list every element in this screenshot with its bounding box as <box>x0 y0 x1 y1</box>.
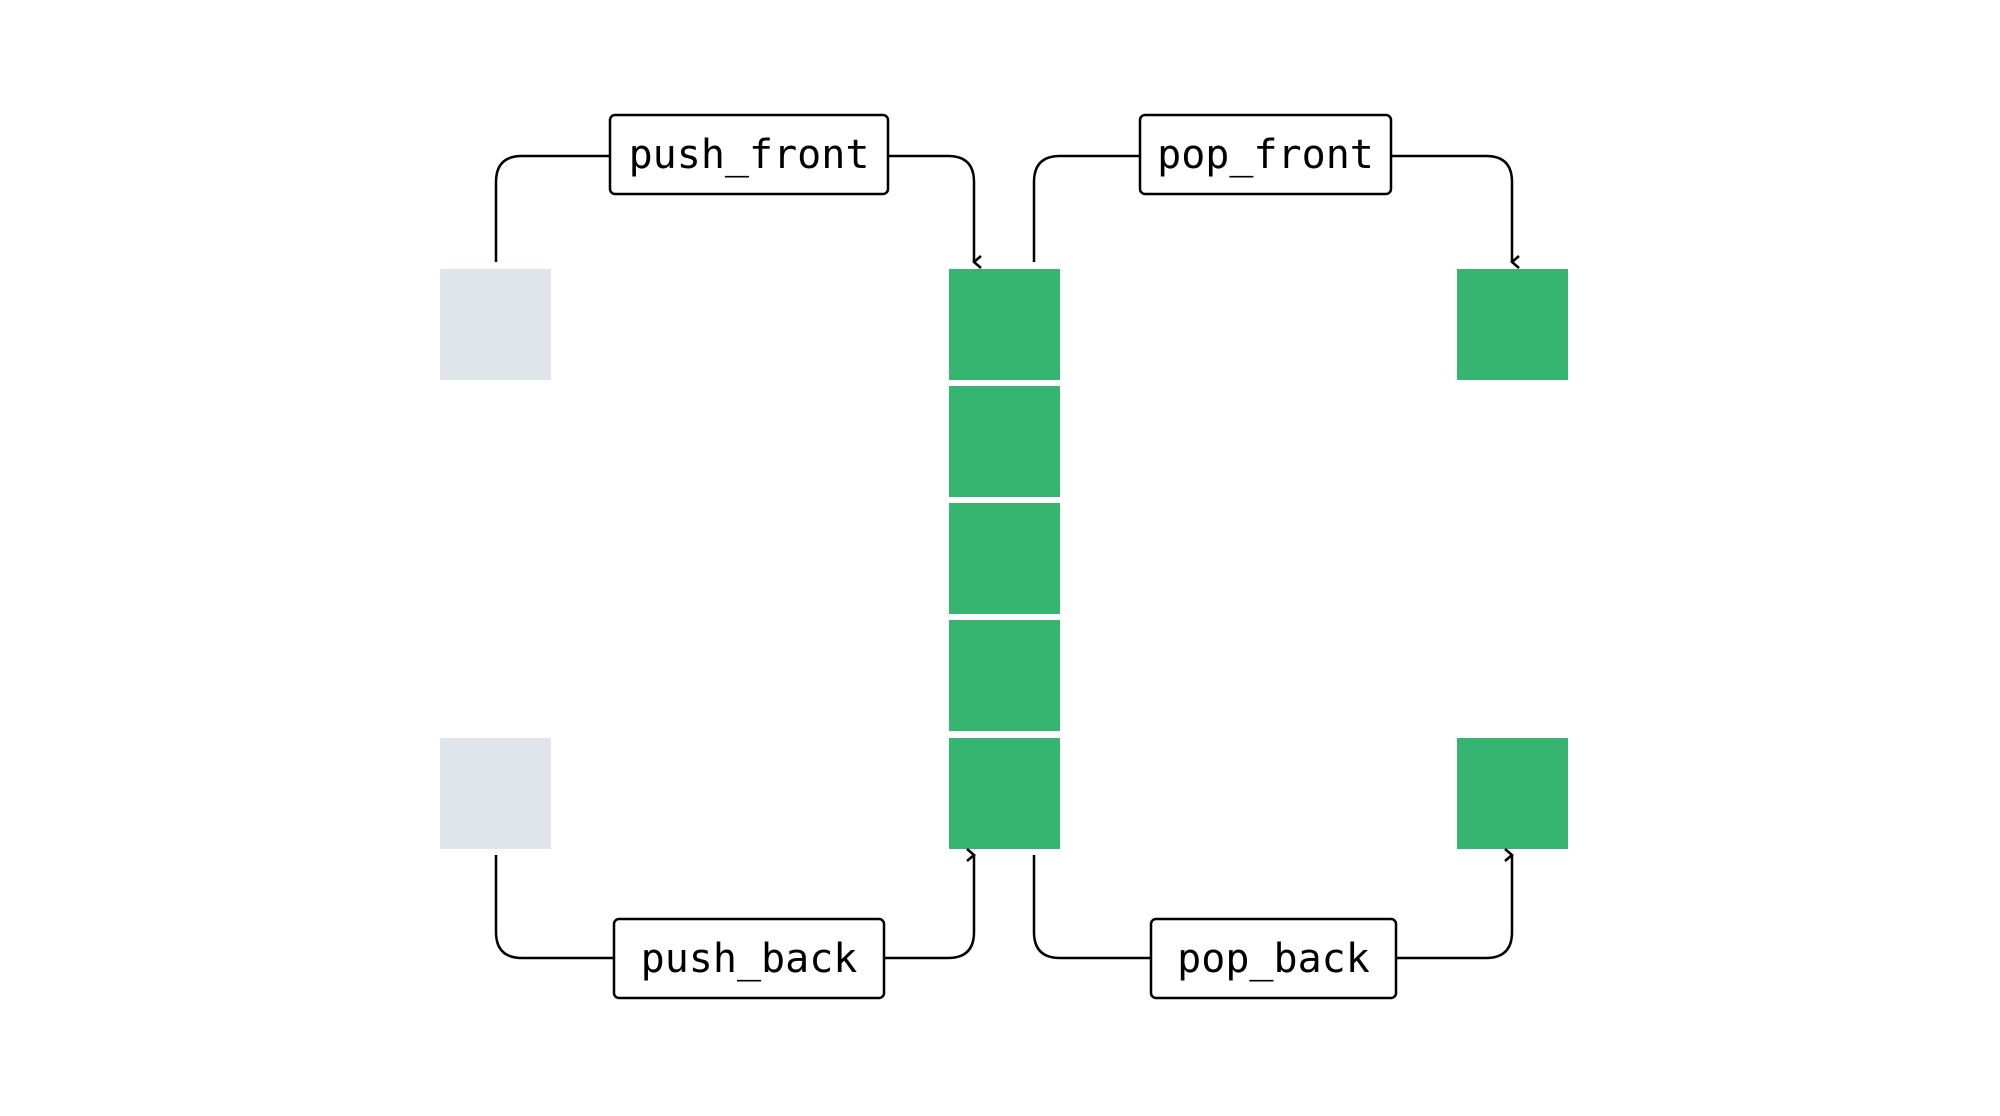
deque-cell <box>949 620 1060 731</box>
push-back-connector <box>494 848 976 960</box>
popped-front-element <box>1457 269 1568 380</box>
pop-back-label-box: pop_back <box>1149 917 1398 1000</box>
pop-front-label-box: pop_front <box>1138 113 1393 196</box>
push-back-label-box: push_back <box>612 917 886 1000</box>
popped-back-element <box>1457 738 1568 849</box>
push-front-label: push_front <box>629 132 870 178</box>
deque-cell <box>949 738 1060 849</box>
deque-cell <box>949 269 1060 380</box>
push-back-label: push_back <box>641 936 858 982</box>
pop-back-label: pop_back <box>1177 936 1370 982</box>
pop-back-connector <box>1032 848 1514 960</box>
deque-cell <box>949 503 1060 614</box>
deque-cell <box>949 386 1060 497</box>
pop-front-label: pop_front <box>1157 132 1374 178</box>
incoming-slot-back <box>440 738 551 849</box>
pop-front-connector <box>1032 154 1520 269</box>
push-front-label-box: push_front <box>608 113 890 196</box>
push-front-connector <box>494 154 982 269</box>
deque <box>949 269 1060 849</box>
incoming-slot-front <box>440 269 551 380</box>
